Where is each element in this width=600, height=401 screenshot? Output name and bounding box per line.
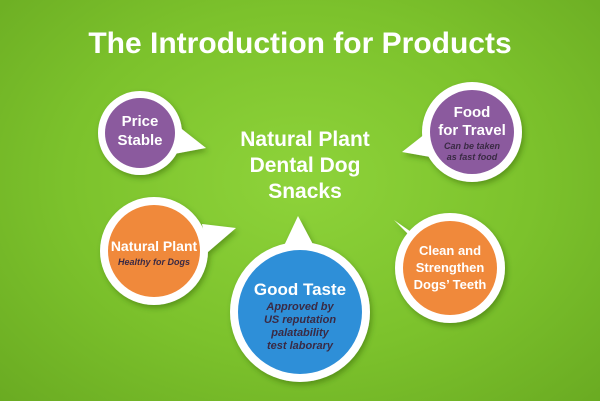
bubble-fill-natural — [108, 205, 200, 297]
natural-plant-subtext: Healthy for Dogs — [108, 257, 200, 268]
good-taste-subtext: Approved by US reputation palatability t… — [246, 301, 354, 353]
clean-teeth-label: Clean and Strengthen Dogs’ Teeth — [402, 242, 498, 293]
product-name-line-1: Natural Plant — [240, 128, 370, 151]
good-taste-sub-line-2: US reputation — [263, 314, 337, 326]
food-travel-line-1: Food — [453, 104, 491, 121]
bubble-good-taste — [230, 216, 370, 382]
good-taste-sub-line-1: Approved by — [266, 301, 334, 313]
food-travel-label: Food for Travel — [432, 104, 512, 140]
food-travel-line-2: for Travel — [438, 122, 506, 139]
bubble-tail-taste — [282, 216, 316, 250]
good-taste-sub-line-3: palatability — [271, 327, 329, 339]
clean-teeth-line-3: Dogs’ Teeth — [413, 277, 487, 292]
good-taste-sub-line-4: test laborary — [266, 340, 334, 352]
bubble-fill-price — [105, 98, 175, 168]
food-travel-subtext: Can be taken as fast food — [432, 141, 512, 163]
food-travel-sub-line-2: as fast food — [446, 152, 498, 162]
bubble-fill-food — [430, 90, 514, 174]
bubble-fill-taste — [238, 250, 362, 374]
price-stable-line-2: Stable — [117, 132, 163, 149]
natural-plant-label: Natural Plant — [108, 238, 200, 255]
clean-teeth-line-1: Clean and — [418, 243, 482, 258]
product-name-line-3: Snacks — [268, 180, 342, 203]
product-name: Natural Plant Dental Dog Snacks — [200, 127, 410, 205]
bubble-natural-plant — [100, 197, 236, 305]
good-taste-line-1: Good Taste — [253, 280, 347, 299]
food-travel-sub-line-1: Can be taken — [443, 141, 501, 151]
natural-plant-sub-line-1: Healthy for Dogs — [117, 257, 190, 267]
price-stable-line-1: Price — [121, 113, 159, 130]
price-stable-label: Price Stable — [100, 112, 180, 150]
clean-teeth-line-2: Strengthen — [415, 260, 485, 275]
slide-title: The Introduction for Products — [88, 27, 512, 60]
bubble-fill-clean — [403, 221, 497, 315]
bubble-price-stable — [98, 91, 206, 175]
bubble-food-travel — [402, 82, 522, 182]
good-taste-label: Good Taste — [240, 280, 360, 300]
bubble-clean-teeth — [394, 213, 505, 323]
bubble-tail-natural — [202, 224, 236, 252]
product-name-line-2: Dental Dog — [249, 154, 361, 177]
natural-plant-line-1: Natural Plant — [110, 238, 198, 254]
